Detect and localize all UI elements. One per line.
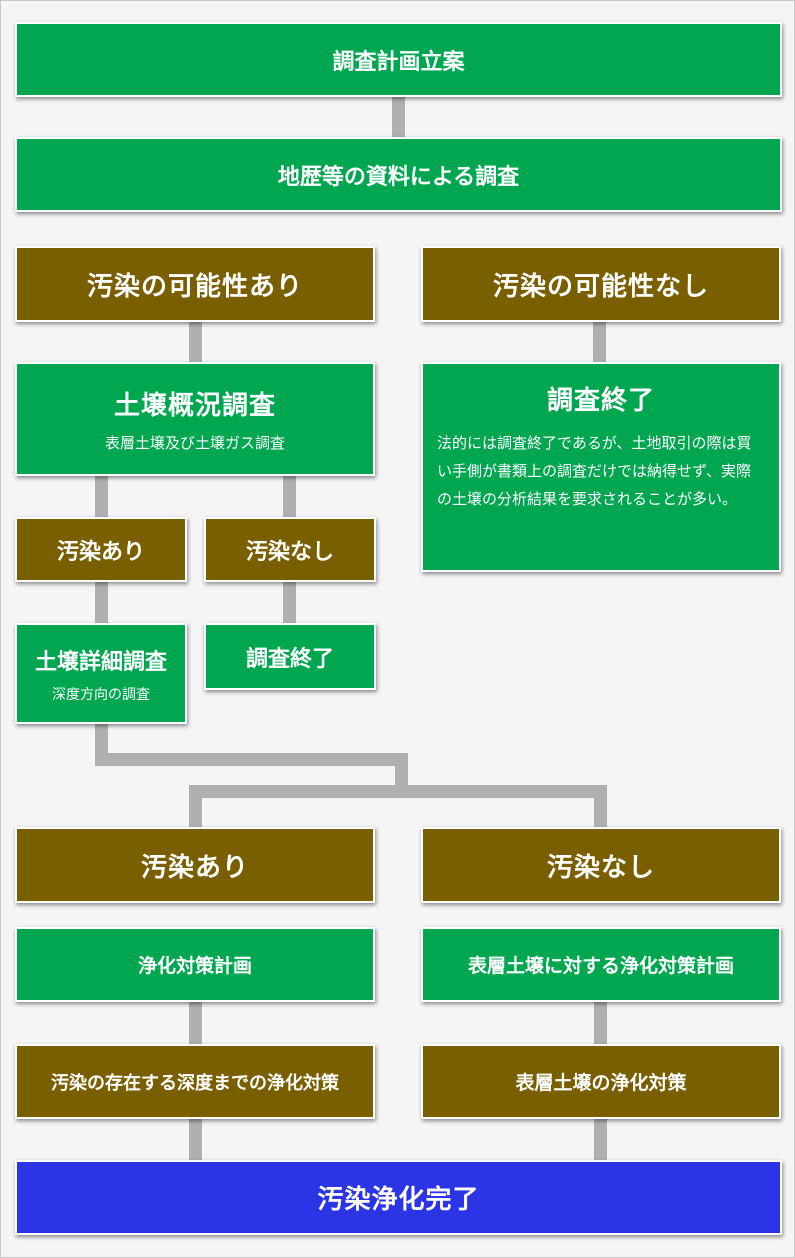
step-label: 調査計画立案 — [332, 49, 465, 75]
step-soil-detail-survey: 土壌詳細調査 深度方向の調査 — [15, 623, 187, 724]
connector — [392, 96, 405, 137]
step-cleanup-complete: 汚染浄化完了 — [15, 1160, 782, 1235]
step-surface-cleanup-plan: 表層土壌に対する浄化対策計画 — [421, 927, 781, 1002]
step-label: 調査終了 — [245, 646, 334, 672]
connector — [189, 1118, 202, 1161]
step-label: 汚染浄化完了 — [317, 1185, 480, 1215]
step-contamination-not-possible: 汚染の可能性なし — [421, 246, 781, 322]
step-label: 汚染なし — [546, 852, 655, 883]
step-label: 汚染の存在する深度までの浄化対策 — [51, 1072, 339, 1094]
connector — [95, 753, 408, 766]
step-soil-overview-survey: 土壌概況調査 表層土壌及び土壌ガス調査 — [15, 362, 375, 476]
connector — [95, 475, 108, 518]
step-title: 調査終了 — [546, 386, 655, 416]
step-label: 汚染あり — [56, 539, 145, 565]
step-survey-end-note: 調査終了 法的には調査終了であるが、土地取引の際は買い手側が書類上の調査だけでは… — [421, 362, 781, 572]
connector — [594, 1118, 607, 1161]
connector — [283, 475, 296, 518]
step-contamination-possible: 汚染の可能性あり — [15, 246, 375, 322]
connector — [189, 785, 607, 798]
step-title: 土壌詳細調査 — [34, 649, 167, 675]
step-title: 土壌概況調査 — [113, 391, 276, 421]
step-label: 汚染の可能性あり — [86, 271, 303, 302]
step-subtitle: 表層土壌及び土壌ガス調査 — [104, 434, 285, 452]
connector — [189, 321, 202, 363]
step-label: 汚染の可能性なし — [492, 271, 709, 302]
step-subtitle: 深度方向の調査 — [52, 686, 150, 703]
connector — [189, 785, 202, 828]
step-records-survey: 地歴等の資料による調査 — [15, 137, 782, 212]
connector — [594, 785, 607, 828]
connector — [95, 581, 108, 624]
step-not-contaminated-2: 汚染なし — [421, 827, 781, 903]
step-label: 地歴等の資料による調査 — [277, 164, 520, 190]
step-label: 汚染なし — [245, 539, 334, 565]
step-contaminated-1: 汚染あり — [15, 517, 187, 582]
step-label: 表層土壌の浄化対策 — [515, 1072, 687, 1094]
step-contaminated-2: 汚染あり — [15, 827, 375, 903]
step-not-contaminated-1: 汚染なし — [204, 517, 376, 582]
step-label: 浄化対策計画 — [137, 955, 252, 977]
connector — [594, 1001, 607, 1045]
step-survey-end: 調査終了 — [204, 623, 376, 690]
step-cleanup-plan: 浄化対策計画 — [15, 927, 375, 1002]
step-label: 汚染あり — [140, 852, 249, 883]
step-note: 法的には調査終了であるが、土地取引の際は買い手側が書類上の調査だけでは納得せず、… — [437, 434, 752, 508]
step-survey-plan: 調査計画立案 — [15, 22, 782, 97]
step-depth-cleanup: 汚染の存在する深度までの浄化対策 — [15, 1044, 375, 1119]
connector — [593, 321, 606, 363]
connector — [283, 581, 296, 624]
step-surface-cleanup: 表層土壌の浄化対策 — [421, 1044, 781, 1119]
connector — [189, 1001, 202, 1045]
step-label: 表層土壌に対する浄化対策計画 — [467, 955, 734, 977]
